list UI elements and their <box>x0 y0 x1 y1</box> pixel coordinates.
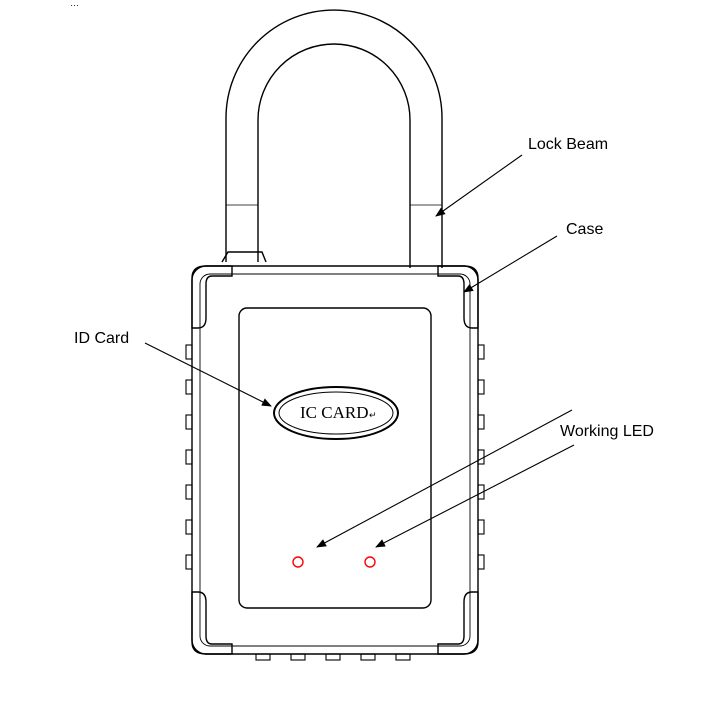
working-led-leader-2 <box>375 444 575 548</box>
case-side-bumps-right <box>477 344 485 570</box>
id-card-leader <box>144 342 272 407</box>
ic-card-text: IC CARD <box>300 403 368 422</box>
case-side-bumps-left <box>185 344 193 570</box>
lock-beam-leader <box>435 154 523 217</box>
lock-case <box>191 265 479 655</box>
lock-beam-shackle <box>221 9 443 268</box>
working-led-right <box>364 556 376 568</box>
working-led-left <box>292 556 304 568</box>
ic-card-return-mark: ↵ <box>369 410 377 420</box>
working-led-leader-1 <box>316 409 573 548</box>
header-fragment: … <box>70 0 79 8</box>
label-working-led: Working LED <box>560 423 654 440</box>
label-lock-beam: Lock Beam <box>528 136 608 153</box>
label-case: Case <box>566 221 603 238</box>
ic-card-badge: IC CARD ↵ <box>273 386 399 440</box>
case-leader <box>463 235 558 293</box>
label-id-card: ID Card <box>74 330 129 347</box>
case-bottom-bumps <box>255 653 411 661</box>
